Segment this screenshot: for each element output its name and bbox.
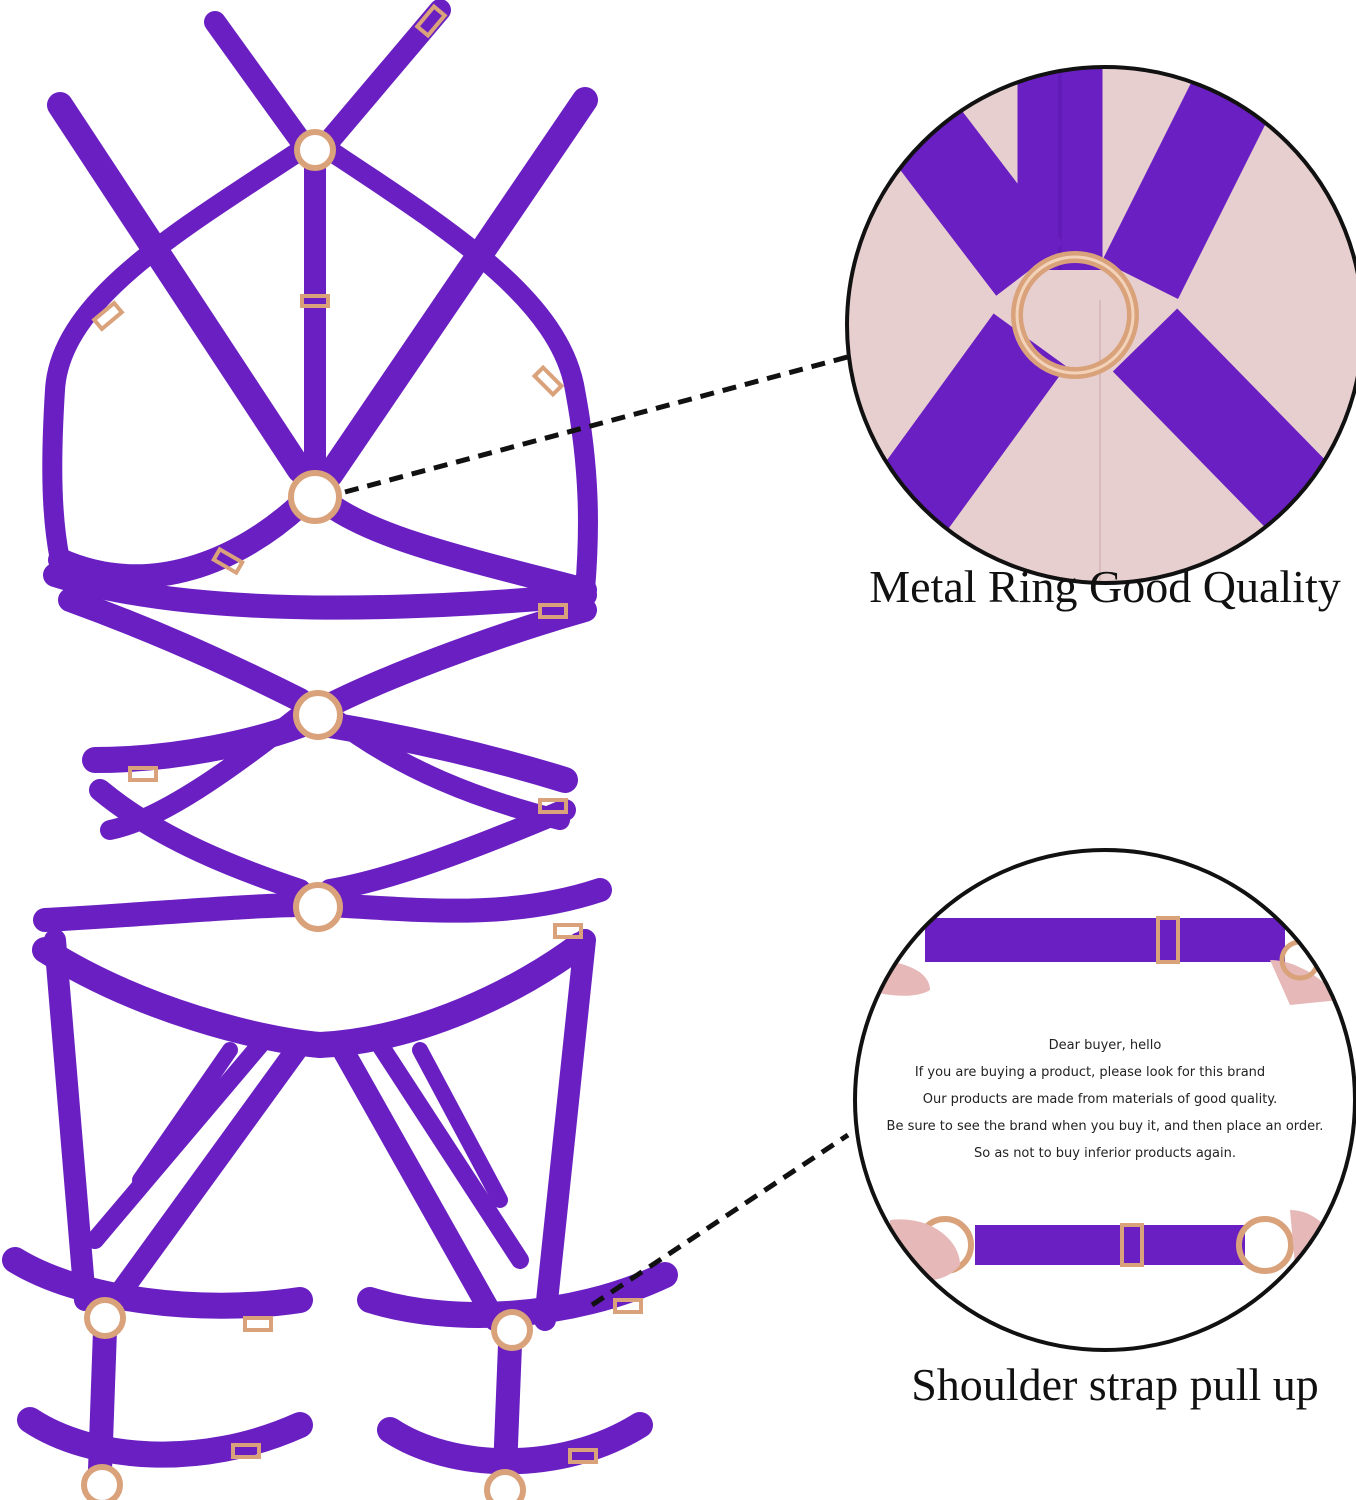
note-line: Our products are made from materials of … <box>922 1092 1278 1107</box>
strap-closeup <box>853 848 1356 1352</box>
metal-rings <box>81 129 533 1500</box>
caption-metal-ring: Metal Ring Good Quality <box>869 561 1341 612</box>
note-line: Be sure to see the brand when you buy it… <box>886 1119 1324 1134</box>
brand-note: Dear buyer, hello If you are buying a pr… <box>870 1032 1340 1167</box>
strap-sliders <box>91 3 643 1464</box>
harness-body <box>2 0 678 1482</box>
note-line: If you are buying a product, please look… <box>914 1065 1266 1080</box>
ring-closeup <box>845 65 1356 585</box>
leader-lines <box>344 352 856 1308</box>
note-line: Dear buyer, hello <box>1048 1038 1162 1053</box>
note-line: So as not to buy inferior products again… <box>973 1146 1237 1161</box>
caption-shoulder-strap: Shoulder strap pull up <box>911 1359 1319 1410</box>
